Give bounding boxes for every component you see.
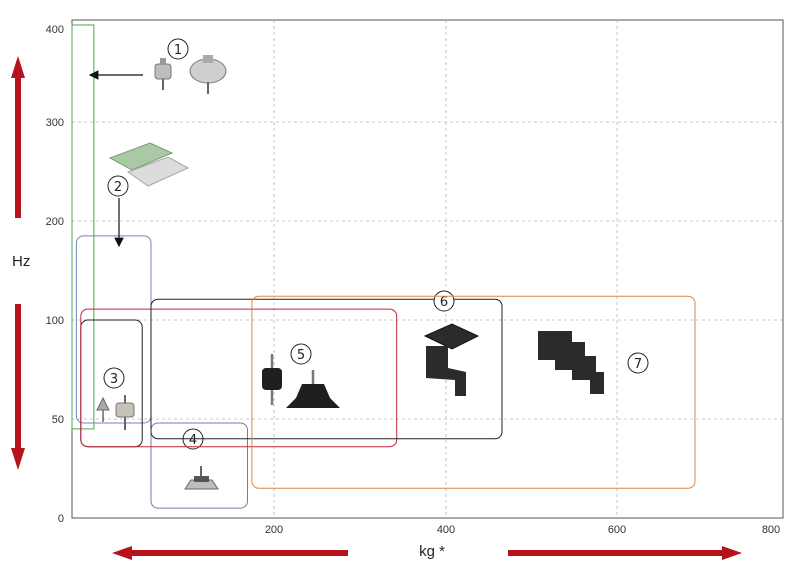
cylindrical-mount-image — [154, 55, 227, 94]
rubber-profile-image — [538, 331, 604, 394]
direction-arrows — [11, 56, 742, 560]
product-images — [96, 55, 604, 490]
region-number-label-3: 3 — [110, 372, 118, 387]
arrow-left-load — [112, 546, 348, 560]
y-tick-label: 50 — [52, 414, 64, 426]
plot-frame — [71, 19, 784, 519]
vibration-mat-image — [108, 142, 190, 187]
application-regions: 1 2 3 4 5 6 7 — [71, 24, 696, 509]
x-tick-labels: 200 400 600 800 — [265, 524, 780, 536]
region-outline-4 — [150, 422, 248, 509]
region-number-label-7: 7 — [634, 357, 642, 372]
region-number-circle-5 — [290, 343, 312, 365]
pointer-arrows — [88, 70, 143, 248]
region-number-label-5: 5 — [297, 348, 305, 363]
region-number-circle-7 — [627, 352, 649, 374]
y-tick-labels: 0 50 100 200 300 400 — [46, 24, 64, 525]
region-outline-2 — [75, 235, 152, 424]
region-outline-5 — [80, 308, 398, 448]
x-tick-label: 600 — [608, 524, 626, 536]
y-tick-label: 400 — [46, 24, 64, 36]
x-axis-label: kg * — [419, 543, 445, 560]
rubber-buffer-image — [262, 354, 340, 408]
region-number-circle-3 — [103, 367, 125, 389]
x-tick-label: 800 — [762, 524, 780, 536]
region-outline-7 — [251, 295, 696, 489]
grid — [72, 20, 783, 518]
region-number-label-2: 2 — [114, 180, 122, 195]
y-tick-label: 100 — [46, 315, 64, 327]
region-number-label-1: 1 — [174, 43, 182, 58]
y-axis-label: Hz — [12, 253, 30, 270]
y-tick-label: 200 — [46, 216, 64, 228]
region-number-label-6: 6 — [440, 295, 448, 310]
region-number-circle-2 — [107, 175, 129, 197]
arrow-down-frequency — [11, 304, 25, 470]
y-tick-label: 0 — [58, 513, 64, 525]
bobbin-mount-image — [96, 395, 135, 430]
x-tick-label: 200 — [265, 524, 283, 536]
x-tick-label: 400 — [437, 524, 455, 536]
arrow-right-load — [508, 546, 742, 560]
y-tick-label: 300 — [46, 117, 64, 129]
region-outline-6 — [150, 298, 503, 440]
flanged-mount-image — [184, 466, 219, 490]
region-outline-1 — [71, 24, 95, 430]
region-number-label-4: 4 — [189, 433, 197, 448]
rubber-pad-image — [423, 323, 480, 396]
region-number-circle-1 — [167, 38, 189, 60]
arrow-up-frequency — [11, 56, 25, 218]
